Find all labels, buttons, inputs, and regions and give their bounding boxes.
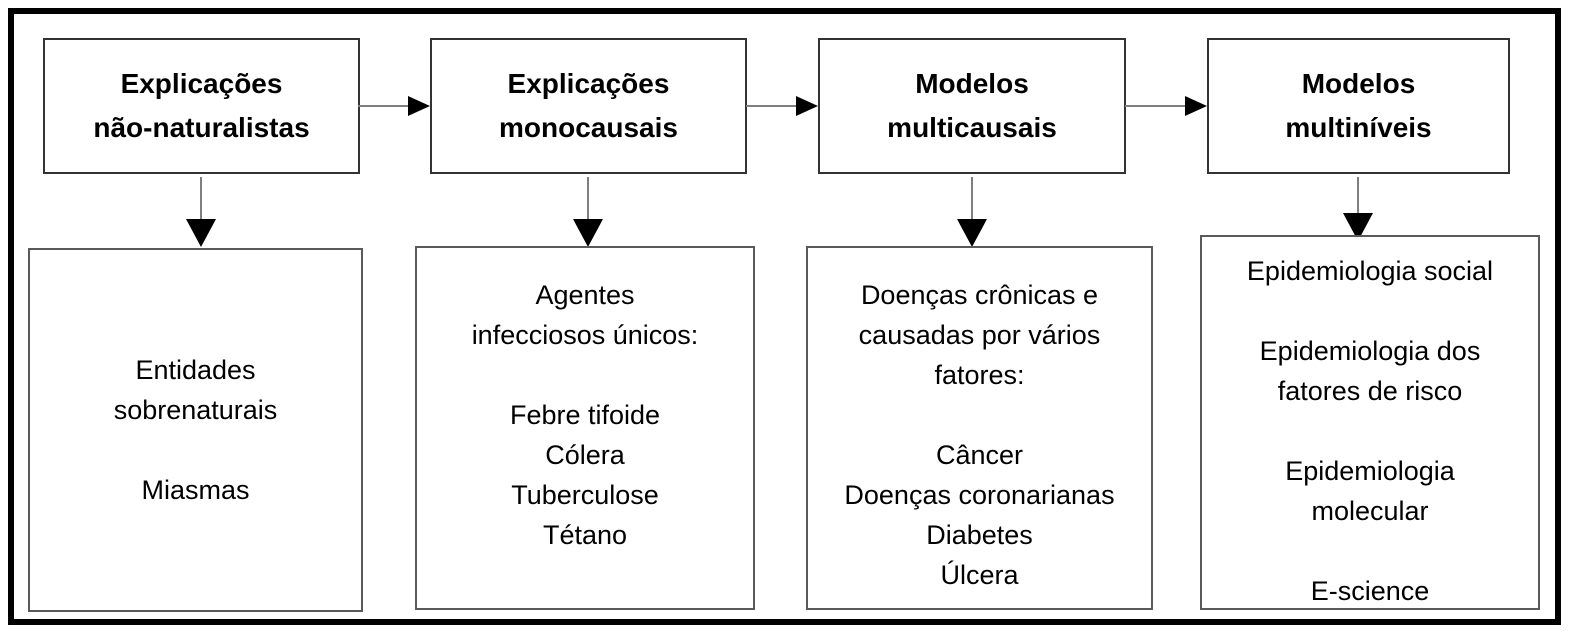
text-line: infecciosos únicos: bbox=[471, 320, 699, 350]
text-line: sobrenaturais bbox=[113, 395, 278, 425]
down-arrow-connector-1 bbox=[186, 177, 216, 247]
arrow-shaft bbox=[971, 177, 973, 220]
text-line bbox=[30, 430, 361, 470]
text-line bbox=[1202, 531, 1538, 571]
text-line: Diabetes bbox=[926, 520, 1033, 550]
text-line: Cólera bbox=[545, 440, 625, 470]
text-line: fatores: bbox=[934, 360, 1025, 390]
arrow-shaft bbox=[1125, 105, 1185, 107]
text-line: Febre tifoide bbox=[509, 400, 661, 430]
text-line: Câncer bbox=[935, 440, 1024, 470]
right-arrowhead-icon bbox=[408, 96, 430, 116]
text-line: Epidemiologia social bbox=[1246, 256, 1494, 286]
arrow-shaft bbox=[587, 177, 589, 220]
top-box-explicacoes-monocausais: Explicações monocausais bbox=[430, 38, 747, 174]
text-line bbox=[808, 395, 1151, 435]
text-line: causadas por vários bbox=[858, 320, 1101, 350]
right-arrow-connector-3 bbox=[1125, 96, 1207, 116]
right-arrowhead-icon bbox=[796, 96, 818, 116]
down-arrow-connector-3 bbox=[957, 177, 987, 247]
text-line: Tétano bbox=[542, 520, 628, 550]
arrow-shaft bbox=[746, 105, 796, 107]
text-line: Epidemiologia dos bbox=[1259, 336, 1481, 366]
bottom-box-nao-naturalistas-exemplos: Entidades sobrenaturais Miasmas bbox=[28, 248, 363, 612]
bottom-box-multiniveis-exemplos: Epidemiologia social Epidemiologia dos fa… bbox=[1200, 235, 1540, 610]
text-line: Tuberculose bbox=[511, 480, 659, 510]
down-arrowhead-icon bbox=[957, 219, 987, 247]
text-line: E-science bbox=[1310, 576, 1430, 606]
text-line: fatores de risco bbox=[1277, 376, 1463, 406]
down-arrowhead-icon bbox=[573, 219, 603, 247]
text-line: Doenças crônicas e bbox=[860, 280, 1099, 310]
right-arrow-connector-1 bbox=[358, 96, 430, 116]
bottom-box-monocausais-exemplos: Agentes infecciosos únicos: Febre tifoide… bbox=[415, 246, 755, 610]
arrow-shaft bbox=[1357, 177, 1359, 214]
text-line bbox=[1202, 291, 1538, 331]
arrow-shaft bbox=[200, 177, 202, 220]
text-line: Epidemiologia bbox=[1285, 456, 1455, 486]
top-box-modelos-multiniveis: Modelos multiníveis bbox=[1207, 38, 1510, 174]
bottom-box-multicausais-exemplos: Doenças crônicas e causadas por vários fat… bbox=[806, 246, 1153, 610]
right-arrow-connector-2 bbox=[746, 96, 818, 116]
down-arrow-connector-4 bbox=[1343, 177, 1373, 241]
text-line: Doenças coronarianas bbox=[844, 480, 1115, 510]
text-line: Miasmas bbox=[141, 475, 250, 505]
down-arrowhead-icon bbox=[186, 219, 216, 247]
top-box-explicacoes-nao-naturalistas: Explicações não-naturalistas bbox=[43, 38, 360, 174]
text-line: molecular bbox=[1311, 496, 1429, 526]
text-line bbox=[1202, 411, 1538, 451]
outer-border-frame bbox=[8, 8, 1561, 625]
top-box-modelos-multicausais: Modelos multicausais bbox=[818, 38, 1126, 174]
right-arrowhead-icon bbox=[1185, 96, 1207, 116]
text-line: Entidades bbox=[135, 355, 256, 385]
text-line: Agentes bbox=[535, 280, 635, 310]
text-line: Úlcera bbox=[940, 560, 1019, 590]
text-line bbox=[417, 355, 753, 395]
arrow-shaft bbox=[358, 105, 408, 107]
down-arrow-connector-2 bbox=[573, 177, 603, 247]
